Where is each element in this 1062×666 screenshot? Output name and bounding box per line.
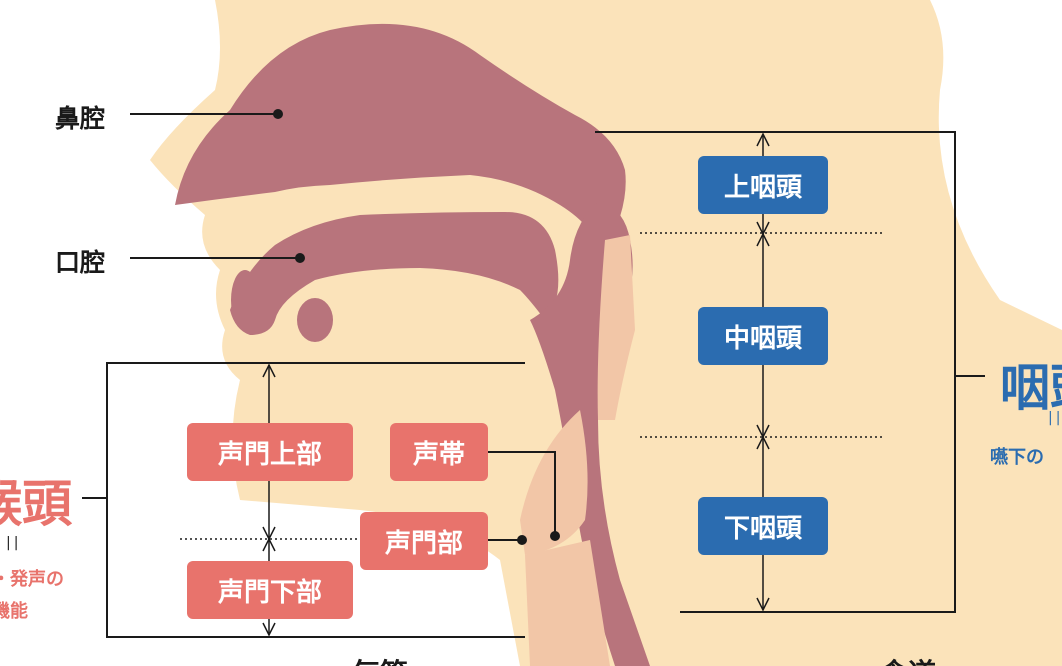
arrow-up-top <box>756 132 770 147</box>
thyroid-cartilage-shape <box>520 410 588 555</box>
subglottic-tag: 声門下部 <box>187 561 353 619</box>
tongue-base-shape <box>297 298 333 342</box>
larynx-arrow-up <box>262 363 276 378</box>
middle-pharynx-tag: 中咽頭 <box>698 307 828 365</box>
larynx-title: 喉頭 <box>0 475 72 533</box>
glottic-tag: 声門部 <box>360 512 488 570</box>
tongue-tip-shape <box>231 270 259 330</box>
larynx-separator: || <box>6 535 22 551</box>
supraglottic-tag: 声門上部 <box>187 423 353 481</box>
trachea-label: 気管 <box>352 652 408 666</box>
vocal-cord-leader <box>488 451 556 536</box>
esophagus-label: 食道 <box>880 652 936 666</box>
larynx-function-line1: ・発声の <box>0 569 64 590</box>
arrow-down-bottom <box>756 597 770 612</box>
oral-leader-dot <box>295 253 305 263</box>
larynx-arrow-down <box>262 622 276 637</box>
vocal-cord-leader-dot <box>550 531 560 541</box>
larynx-bracket-line <box>106 362 525 638</box>
pharynx-title: 咽頭 <box>1000 359 1062 417</box>
oral-cavity-label: 口腔 <box>55 248 106 277</box>
trachea-shape <box>525 540 610 666</box>
vocal-cord-tag: 声帯 <box>390 423 488 481</box>
nasal-cavity-label: 鼻腔 <box>55 104 106 133</box>
arrow-up-mid-sep <box>756 435 770 450</box>
upper-pharynx-tag: 上咽頭 <box>698 156 828 214</box>
larynx-arrow-up-sep <box>262 537 276 552</box>
larynx-function-line2: 機能 <box>0 601 28 622</box>
nasal-cavity-shape <box>175 23 626 260</box>
nasal-leader-dot <box>273 109 283 119</box>
pharynx-bracket-line <box>595 131 956 613</box>
pharynx-function: 嚥下の <box>990 447 1044 468</box>
lower-pharynx-tag: 下咽頭 <box>698 497 828 555</box>
epiglottis-shape <box>597 235 635 420</box>
arrow-up-top-sep <box>756 232 770 247</box>
oral-cavity-shape <box>230 212 559 335</box>
pharynx-separator: || <box>1048 410 1062 426</box>
glottic-leader-dot <box>517 535 527 545</box>
